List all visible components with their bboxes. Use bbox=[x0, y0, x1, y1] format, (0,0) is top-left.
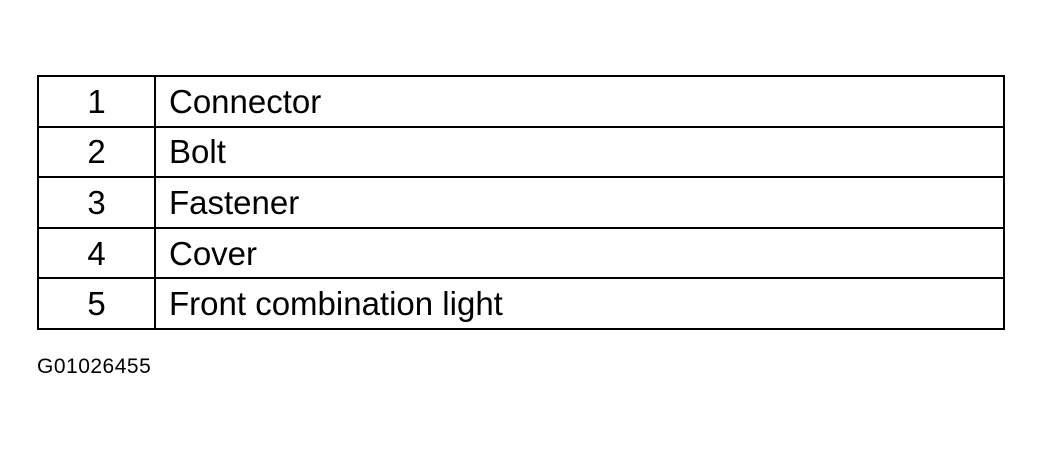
item-number: 3 bbox=[39, 178, 156, 227]
table-row: 3 Fastener bbox=[39, 178, 1003, 229]
item-description: Connector bbox=[169, 82, 322, 120]
item-number: 1 bbox=[39, 77, 156, 126]
table-row: 1 Connector bbox=[39, 77, 1003, 128]
item-number: 2 bbox=[39, 127, 156, 177]
item-description: Fastener bbox=[169, 183, 300, 221]
item-number: 5 bbox=[39, 279, 156, 328]
table-row: 2 Bolt bbox=[39, 127, 1003, 179]
table-row: 5 Front combination light bbox=[39, 279, 1003, 328]
table-row: 4 Cover bbox=[39, 228, 1003, 280]
item-description: Front combination light bbox=[169, 285, 503, 323]
item-number: 4 bbox=[39, 228, 156, 278]
parts-legend-table: 1 Connector 2 Bolt 3 Fastener 4 Cover 5 … bbox=[37, 75, 1005, 330]
item-description: Cover bbox=[169, 234, 258, 272]
item-description: Bolt bbox=[169, 133, 226, 171]
figure-id-label: G01026455 bbox=[37, 355, 152, 378]
